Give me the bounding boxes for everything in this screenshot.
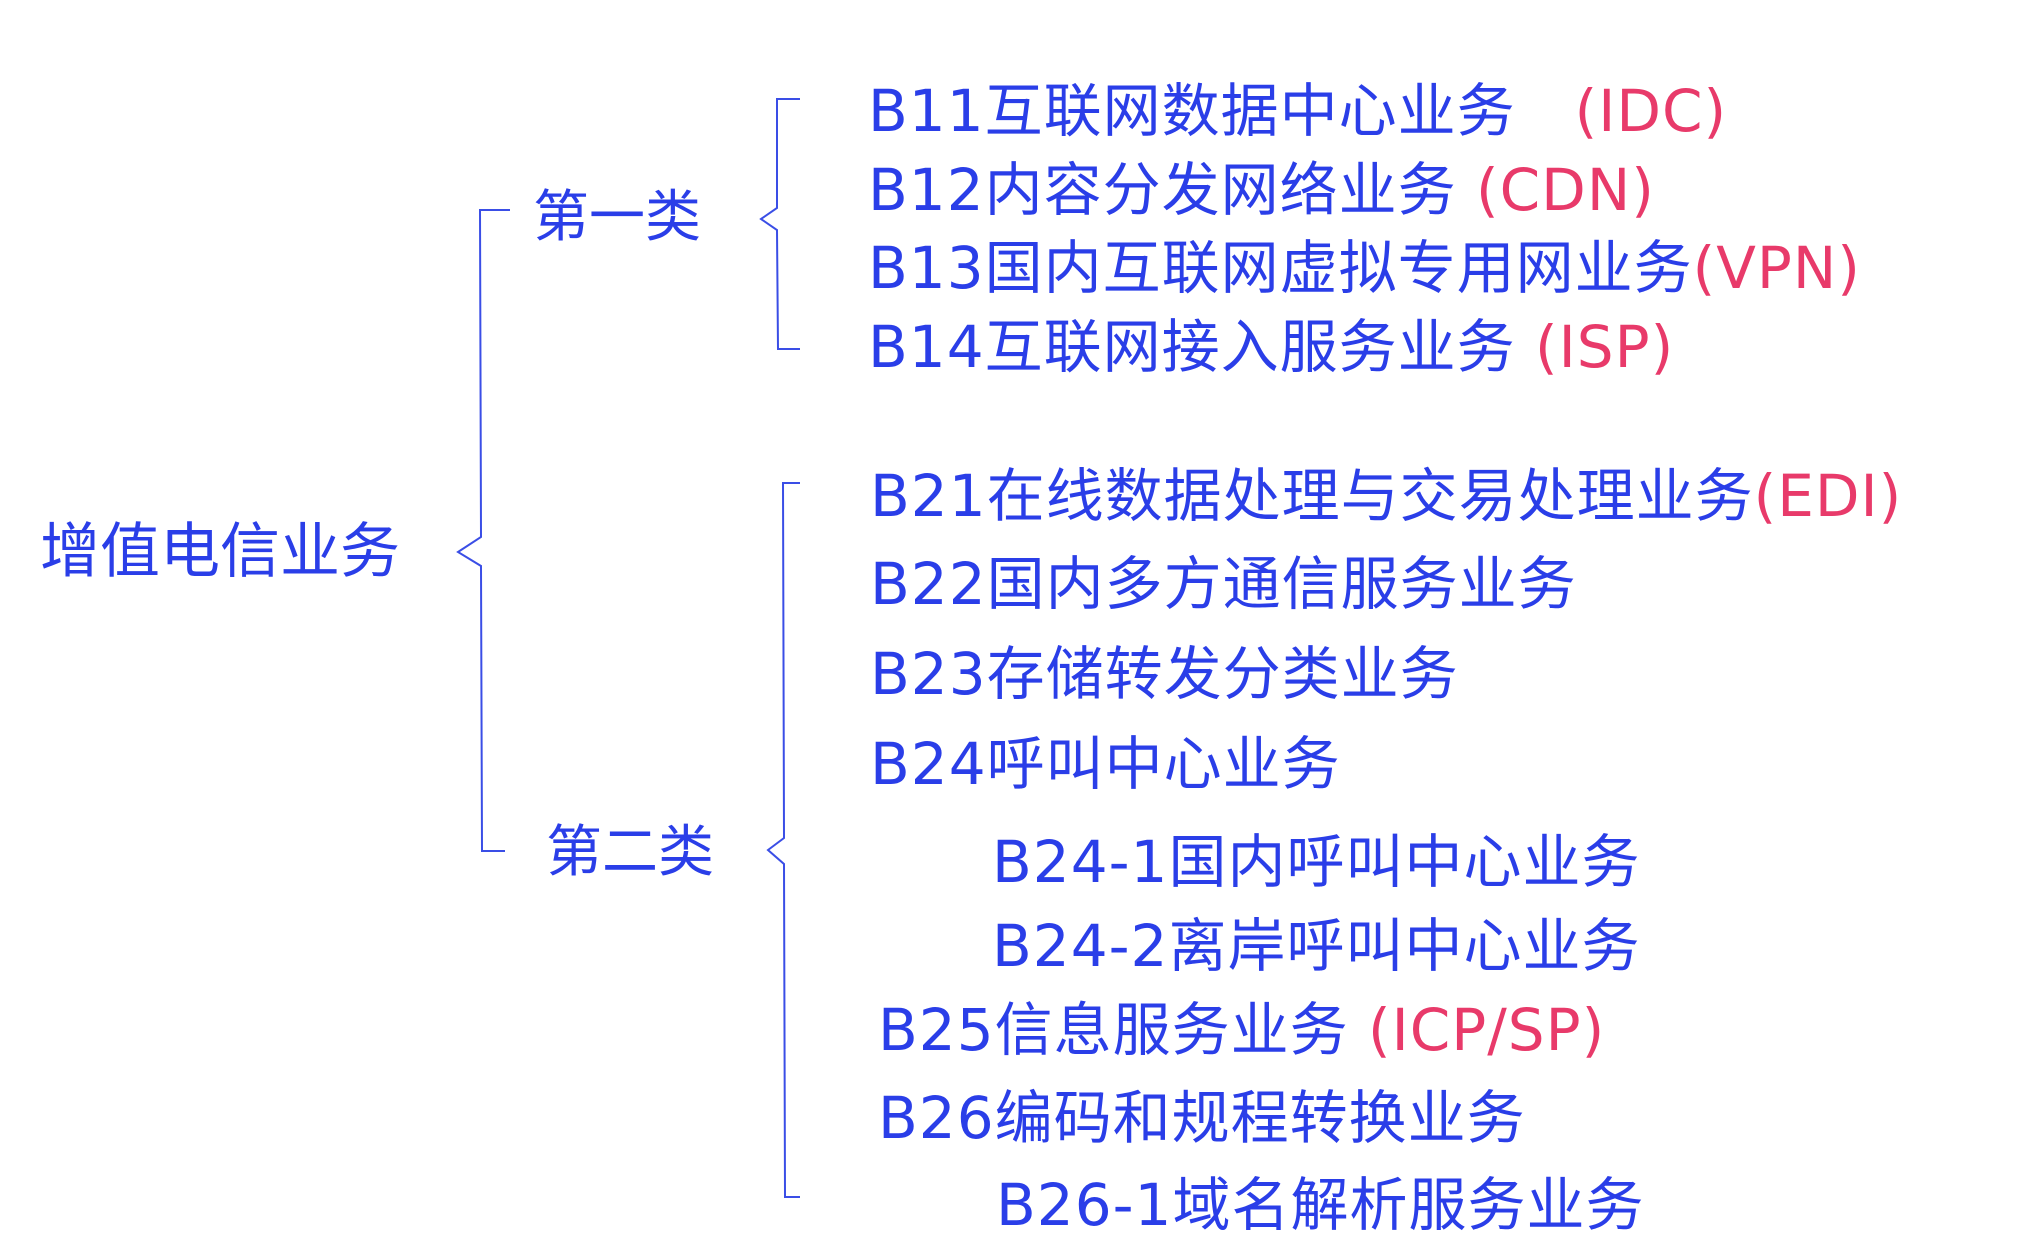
service-code: B23 (870, 640, 987, 708)
service-code: B26-1 (996, 1171, 1173, 1239)
service-item-b26: B26编码和规程转换业务 (878, 1089, 1526, 1147)
service-name: 在线数据处理与交易处理业务 (986, 462, 1754, 530)
service-name: 国内多方通信服务业务 (986, 550, 1577, 618)
service-item-b14: B14互联网接入服务业务 (ISP) (868, 318, 1674, 376)
service-name: 离岸呼叫中心业务 (1168, 912, 1641, 980)
service-name: 存储转发分类业务 (986, 640, 1459, 708)
service-item-b12: B12内容分发网络业务 (CDN) (868, 161, 1655, 219)
service-item-b22: B22国内多方通信服务业务 (870, 555, 1577, 613)
service-item-b26-1: B26-1域名解析服务业务 (996, 1176, 1644, 1234)
service-code: B24-2 (992, 912, 1169, 980)
service-item-b24: B24呼叫中心业务 (870, 735, 1341, 793)
service-code: B25 (878, 996, 995, 1064)
service-name: 互联网接入服务业务 (984, 313, 1516, 381)
root-brace-icon (456, 209, 510, 852)
service-item-b24-1: B24-1国内呼叫中心业务 (992, 833, 1640, 891)
service-name: 域名解析服务业务 (1172, 1171, 1645, 1239)
service-code: B12 (868, 156, 985, 224)
service-name: 信息服务业务 (994, 996, 1349, 1064)
category-1-brace-icon (759, 98, 800, 350)
service-item-b11: B11互联网数据中心业务 (IDC) (868, 82, 1727, 140)
root-label: 增值电信业务 (40, 517, 400, 587)
service-name: 国内互联网虚拟专用网业务 (984, 234, 1693, 302)
service-item-b23: B23存储转发分类业务 (870, 645, 1459, 703)
service-item-b21: B21在线数据处理与交易处理业务(EDI) (870, 467, 1902, 525)
service-abbr: (ISP) (1535, 313, 1675, 381)
service-name: 编码和规程转换业务 (994, 1084, 1526, 1152)
service-code: B26 (878, 1084, 995, 1152)
service-code: B13 (868, 234, 985, 302)
category-1-label: 第一类 (533, 185, 701, 250)
service-code: B14 (868, 313, 985, 381)
service-code: B22 (870, 550, 987, 618)
service-abbr: (ICP/SP) (1368, 996, 1606, 1064)
service-name: 内容分发网络业务 (984, 156, 1457, 224)
service-item-b13: B13国内互联网虚拟专用网业务(VPN) (868, 239, 1861, 297)
service-name: 国内呼叫中心业务 (1168, 828, 1641, 896)
service-code: B21 (870, 462, 987, 530)
service-code: B24-1 (992, 828, 1169, 896)
service-abbr: (EDI) (1753, 462, 1903, 530)
service-abbr: (IDC) (1574, 77, 1728, 145)
service-abbr: (CDN) (1476, 156, 1655, 224)
service-code: B24 (870, 730, 987, 798)
service-abbr: (VPN) (1692, 234, 1861, 302)
service-item-b25: B25信息服务业务 (ICP/SP) (878, 1001, 1605, 1059)
service-name: 呼叫中心业务 (986, 730, 1341, 798)
service-name: 互联网数据中心业务 (984, 77, 1516, 145)
category-2-label: 第二类 (546, 820, 714, 885)
service-item-b24-2: B24-2离岸呼叫中心业务 (992, 917, 1640, 975)
service-code: B11 (868, 77, 985, 145)
category-2-brace-icon (766, 482, 800, 1198)
